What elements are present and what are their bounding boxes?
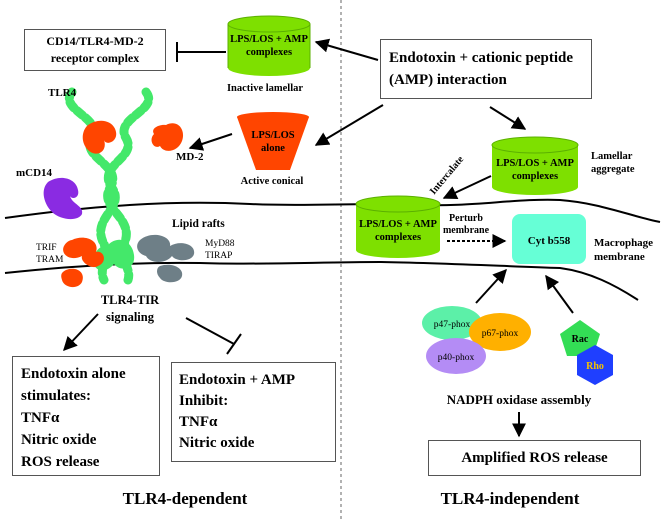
md2-label: MD-2 — [176, 151, 204, 163]
cylinder-lamellar: LPS/LOS + AMP complexes — [491, 136, 579, 195]
rac-label: Rac — [572, 334, 589, 345]
amp-line2: Inhibit: — [179, 393, 229, 409]
alone-line1: Endotoxin alone — [21, 366, 126, 382]
md2-left — [82, 120, 117, 154]
perturb-line1: Perturb — [449, 213, 483, 224]
p67-phox: p67-phox — [469, 313, 531, 351]
cylinder-lamellar-line1: LPS/LOS + AMP — [496, 158, 574, 169]
trif-line2: TRAM — [36, 255, 64, 265]
arrow-to-cylinder-top — [314, 38, 379, 61]
rho-subunit: Rho — [577, 345, 613, 385]
tlr4-independent-label: TLR4-independent — [441, 489, 580, 508]
receptor-complex-box: CD14/TLR4-MD-2 receptor complex — [24, 29, 166, 71]
cylinder-membrane-line2: complexes — [375, 232, 421, 243]
cyt-b558: Cyt b558 — [512, 214, 586, 264]
arrow-phox-to-cyt — [475, 268, 507, 304]
tlr4-receptor — [64, 87, 154, 285]
amp-line4: Nitric oxide — [179, 435, 255, 451]
alone-line4: Nitric oxide — [21, 432, 97, 448]
trif-tram-protein-2 — [61, 268, 83, 288]
alone-line5: ROS release — [21, 454, 100, 470]
arrow-to-tlr4 — [188, 133, 233, 151]
p40-phox: p40-phox — [426, 338, 486, 374]
tlr4-tir-line1: TLR4-TIR — [101, 293, 160, 307]
mcd14-label: mCD14 — [16, 167, 53, 179]
amp-line3: TNFα — [179, 414, 218, 430]
tlr4-tir-line2: signaling — [106, 310, 155, 324]
inactive-lamellar-label: Inactive lamellar — [227, 83, 303, 94]
arrow-to-alone — [63, 313, 99, 352]
cylinder-top-line2: complexes — [246, 47, 292, 58]
tlr4-dependent-label: TLR4-dependent — [123, 489, 248, 508]
lamellar-aggregate-line2: aggregate — [591, 164, 635, 175]
rho-label: Rho — [586, 361, 604, 372]
myd88-tirap-protein-2 — [157, 264, 183, 283]
nadph-label: NADPH oxidase assembly — [447, 392, 592, 407]
amp-box: Endotoxin + AMP Inhibit: TNFα Nitric oxi… — [171, 362, 336, 462]
ros-box: Amplified ROS release — [428, 440, 641, 476]
myd88-line2: TIRAP — [205, 251, 232, 261]
p40-label: p40-phox — [438, 353, 475, 363]
p47-phox: p47-phox — [422, 306, 482, 340]
arrow-intercalate — [442, 175, 492, 199]
cylinder-top: LPS/LOS + AMP complexes — [227, 15, 311, 76]
myd88-line1: MyD88 — [205, 239, 235, 249]
alone-line3: TNFα — [21, 410, 60, 426]
perturb-line2: membrane — [443, 225, 490, 236]
arrow-to-cone — [314, 104, 384, 146]
cone-line1: LPS/LOS — [251, 130, 294, 141]
p67-label: p67-phox — [482, 329, 519, 339]
inhibit-amp-line — [185, 317, 235, 345]
interaction-line1: Endotoxin + cationic peptide — [389, 50, 573, 66]
cone-lps-alone: LPS/LOS alone — [237, 112, 309, 170]
arrow-to-lamellar — [489, 106, 527, 130]
md2-right — [151, 123, 184, 151]
myd88-tirap-proteins — [137, 234, 195, 262]
alone-line2: stimulates: — [21, 388, 91, 404]
trif-line1: TRIF — [36, 243, 57, 253]
mcd14-protein — [43, 177, 83, 220]
trif-tram-proteins — [63, 237, 104, 268]
amp-line1: Endotoxin + AMP — [179, 372, 296, 388]
cylinder-lamellar-line2: complexes — [512, 171, 558, 182]
cylinder-membrane: LPS/LOS + AMP complexes — [355, 195, 441, 258]
lamellar-aggregate-line1: Lamellar — [591, 151, 633, 162]
cone-line2: alone — [261, 143, 285, 154]
interaction-box: Endotoxin + cationic peptide (AMP) inter… — [380, 39, 592, 99]
inhibit-amp-bar — [226, 333, 242, 355]
lipid-rafts-label: Lipid rafts — [172, 218, 225, 230]
cylinder-top-line1: LPS/LOS + AMP — [230, 34, 308, 45]
alone-box: Endotoxin alone stimulates: TNFα Nitric … — [12, 356, 160, 476]
active-conical-label: Active conical — [241, 176, 304, 187]
receptor-line2: receptor complex — [50, 51, 140, 65]
arrow-rac-to-cyt — [545, 274, 574, 314]
macrophage-line1: Macrophage — [594, 237, 653, 249]
macrophage-line2: membrane — [594, 251, 645, 263]
receptor-line1: CD14/TLR4-MD-2 — [46, 34, 144, 48]
interaction-line2: (AMP) interaction — [389, 72, 507, 88]
ros-label: Amplified ROS release — [461, 450, 608, 466]
p47-label: p47-phox — [434, 320, 471, 330]
tlr4-label: TLR4 — [48, 87, 77, 99]
cylinder-membrane-line1: LPS/LOS + AMP — [359, 219, 437, 230]
rac-subunit: Rac — [560, 320, 600, 356]
cyt-b558-label: Cyt b558 — [528, 235, 571, 247]
